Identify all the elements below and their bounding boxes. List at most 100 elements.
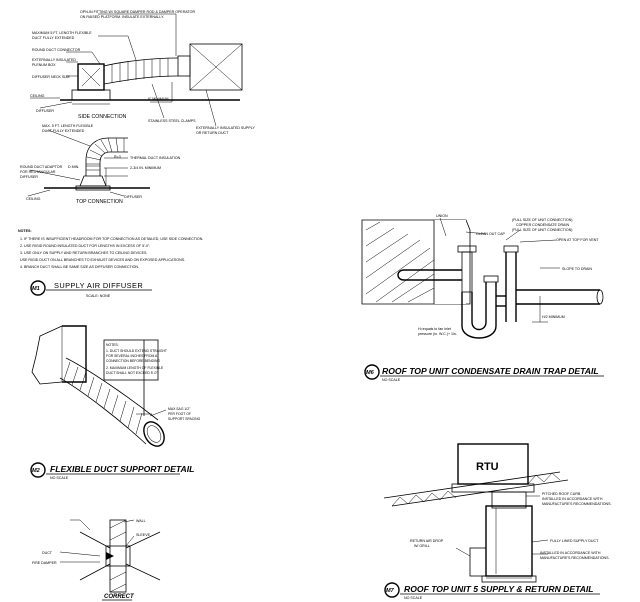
label-max-flex-2: DUCT FULLY EXTENDED [32, 36, 75, 40]
m1-top-connection: MAX. 5 FT. LENGTH FLEXIBLE DUCT FULLY EX… [20, 124, 181, 205]
m6-full-size-2: (FULL SIZE OF UNIT CONNECTION) [512, 228, 573, 232]
m6-clean-out: CLEAN OUT CAP [476, 232, 505, 236]
label-round-conn: ROUND DUCT CONNECTOR [32, 48, 81, 52]
m6-tag: M6 [366, 370, 375, 376]
m7-curb-1: INSTALLED IN ACCORDANCE WITH [542, 497, 603, 501]
label-adaptor-2: FOR RECTANGULAR [20, 170, 56, 174]
m2-note-4: 2. MAXIMUM LENGTH OF FLEXIBLE [106, 366, 164, 370]
m6-title-block: M6 ROOF TOP UNIT CONDENSATE DRAIN TRAP D… [364, 364, 604, 382]
m7-scale: NO SCALE [404, 596, 423, 600]
m2-scale: NO SCALE [50, 476, 69, 480]
note-3b: USE RIGID DUCT ON ALL BRANCHES TO EXHAUS… [20, 258, 185, 262]
label-top-max-flex-2: DUCT FULLY EXTENDED [42, 129, 85, 133]
m2-duct-bottom [59, 377, 147, 445]
m2-tag-circle [30, 462, 46, 478]
m2-wall [62, 325, 87, 383]
label-max-flex: MAXIMUM 5 FT. LENGTH FLEXIBLE [32, 31, 92, 35]
label-diffuser: DIFFUSER [36, 109, 54, 113]
m7-supply-duct [485, 505, 533, 577]
label-top-max-flex: MAX. 5 FT. LENGTH FLEXIBLE [42, 124, 94, 128]
m2-note-5: DUCT SHALL NOT EXCEED 5'-0" [106, 371, 158, 375]
m3-sleeve-label: SLEEVE [136, 533, 151, 537]
m7-supply-duct-label: FULLY LINED SUPPLY DUCT [550, 539, 599, 543]
m7-curb-2: MANUFACTURE'S RECOMMENDATIONS. [542, 502, 612, 506]
label-clamps: STAINLESS STEEL CLAMPS [148, 119, 196, 123]
flex-elbow-outer [85, 137, 128, 176]
label-ext-ins: EXTERNALLY INSULATED [32, 58, 76, 62]
m7-curb-0: PITCHED ROOF CURB [542, 492, 581, 496]
note-2: 2. USE RIGID ROUND INSULATED DUCT FOR LE… [20, 244, 150, 248]
label-d-min: D MIN. [68, 165, 79, 169]
label-opt-fitting: OPN-IN FITTING W/ SQUARE DAMPER ROD & DA… [80, 10, 195, 14]
label-ext-supply: EXTERNALLY INSULATED SUPPLY [196, 126, 255, 130]
m1-title-block: M1 SUPPLY AIR DIFFUSER SCALE: NONE [30, 280, 152, 298]
m6-scale: NO SCALE [382, 378, 401, 382]
m6-copper: COPPER CONDENSATE DRAIN [516, 223, 569, 227]
m7-return-drop [469, 547, 487, 577]
m2-duct-top [65, 357, 159, 421]
top-connection-title: TOP CONNECTION [76, 199, 123, 205]
m6-open-top: OPEN AT TOP FOR VENT [556, 238, 599, 242]
m2-sag-0: MAX SAG 1/2" [168, 407, 191, 411]
m7-rtu-label: RTU [476, 461, 499, 473]
m3-duct-label: DUCT [42, 551, 53, 555]
label-top-diffuser: DIFFUSER [124, 195, 142, 199]
label-top-ceiling: CEILING [26, 197, 41, 201]
m7-installed-1: MANUFACTURE'S RECOMMENDATIONS. [540, 556, 610, 560]
m1-tag: M1 [32, 286, 40, 292]
label-r3: R=3 [114, 155, 121, 159]
m2-note-3: CONNECTION BEFORE BENDING [106, 359, 160, 363]
label-6-min: 6" MINIMUM [148, 97, 168, 101]
label-ext-supply-2: OR RETURN DUCT [196, 131, 229, 135]
m6-pressure: pressure (in. W.C.)+ 1in. [418, 332, 457, 336]
m6-tag-circle [364, 364, 380, 380]
m1-side-connection: OPN-IN FITTING W/ SQUARE DAMPER ROD & DA… [30, 10, 255, 135]
m6-title: ROOF TOP UNIT CONDENSATE DRAIN TRAP DETA… [382, 366, 599, 376]
flex-duct-upper [103, 57, 179, 67]
m2-sag-2: SUPPORT SPACING [168, 417, 201, 421]
m1-tag-circle [30, 280, 46, 296]
m3-fire-damper-label: FIRE DAMPER [32, 561, 57, 565]
m2-title: FLEXIBLE DUCT SUPPORT DETAIL [50, 464, 194, 474]
m3-wall-label: WALL [136, 519, 146, 523]
m1-title: SUPPLY AIR DIFFUSER [54, 281, 143, 290]
note-4: 4. BRANCH DUCT SHALL BE SAME SIZE AS DIF… [20, 265, 139, 269]
m3-fire-damper: WALL SLEEVE DUCT FIRE DAMPER CORRECT [32, 519, 161, 601]
m6-slope: SLOPE TO DRAIN [562, 267, 592, 271]
m7-title: ROOF TOP UNIT 5 SUPPLY & RETURN DETAIL [404, 584, 594, 594]
m2-tag: M2 [32, 468, 41, 474]
side-connection-title: SIDE CONNECTION [78, 114, 127, 120]
m2-note-0: NOTES: [106, 343, 119, 347]
label-adaptor: ROUND DUCT ADAPTOR [20, 165, 63, 169]
label-neck: DIFFUSER NECK SIZE [32, 75, 71, 79]
label-plenum: PLENUM BOX [32, 63, 56, 67]
m2-duct-end [143, 421, 165, 447]
label-adaptor-3: DIFFUSER [20, 175, 38, 179]
flex-elbow-inner [99, 151, 128, 176]
note-3: 3. USE ONLY ON SUPPLY AND RETURN BRANCHE… [20, 251, 147, 255]
m3-correct-label: CORRECT [104, 594, 135, 600]
notes-title: NOTES: [18, 229, 32, 233]
m2-note-1: 1. DUCT SHOULD EXTEND STRAIGHT [106, 349, 167, 353]
label-thermal: THERMAL DUCT INSULATION [130, 156, 181, 160]
m7-return-1: W/ GRILL [414, 544, 430, 548]
m6-h-eq: H=equals to fan inlet [418, 327, 451, 331]
label-ceiling: CEILING [30, 94, 45, 98]
label-opt-fitting-2: ON RAISED PLATFORM. INSULATE EXTERNALLY. [80, 15, 164, 19]
m2-note-2: FOR SEVERAL INCHES FROM A [106, 354, 158, 358]
m6-h-min: H/2 MINIMUM [542, 315, 565, 319]
m7-tag-circle [384, 582, 400, 598]
m7-tag: M7 [386, 588, 395, 594]
note-1: 1. IF THERE IS INSUFFICIENT HEADROOM FOR… [20, 237, 203, 241]
m2-notes-box [103, 339, 159, 381]
m7-title-block: M7 ROOF TOP UNIT 5 SUPPLY & RETURN DETAI… [384, 582, 600, 600]
m2-title-block: M2 FLEXIBLE DUCT SUPPORT DETAIL NO SCALE [30, 462, 194, 480]
m6-union: UNION [436, 214, 448, 218]
m2-sag-1: PER FOOT OF [168, 412, 191, 416]
m7-return-0: RETURN AIR DROP [410, 539, 444, 543]
m1-notes: NOTES: 1. IF THERE IS INSUFFICIENT HEADR… [18, 229, 203, 269]
m7-installed-0: INSTALLED IN ACCORDANCE WITH [540, 551, 601, 555]
m6-condensate-drain: UNION CLEAN OUT CAP (FULL SIZE OF UNIT C… [361, 214, 604, 339]
m1-scale: SCALE: NONE [86, 294, 111, 298]
